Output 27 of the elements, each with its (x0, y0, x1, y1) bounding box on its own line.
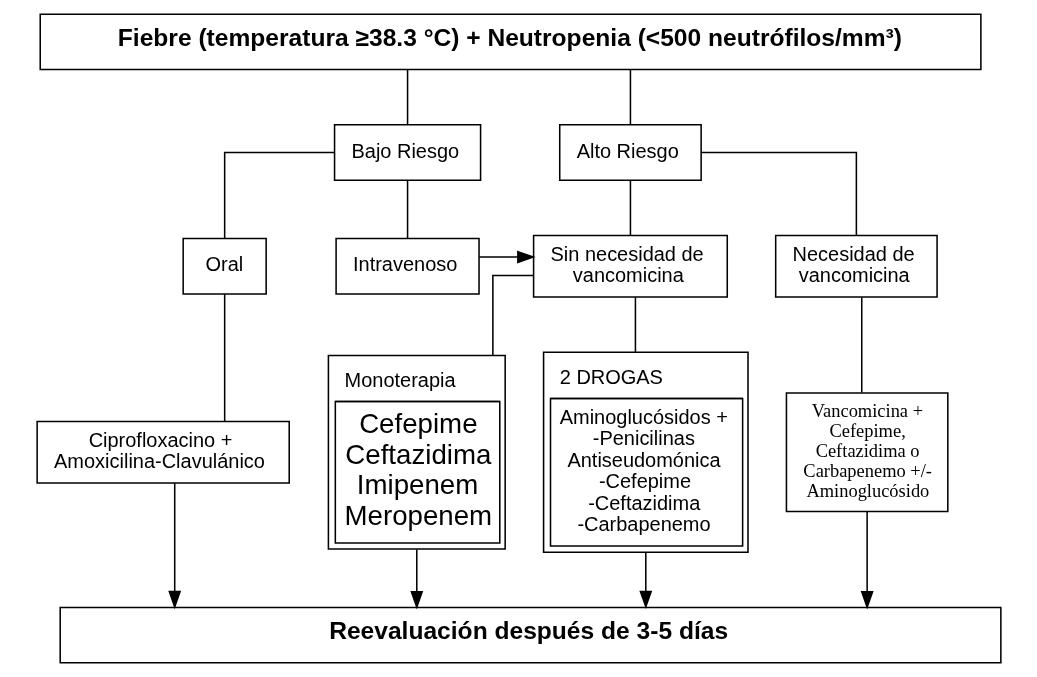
arrow (167, 482, 181, 610)
arrow (860, 510, 874, 610)
connector (700, 151, 857, 236)
node-box: Necesidad de vancomicina (774, 234, 938, 298)
node-box: Reevaluación después de 3-5 días (58, 606, 1002, 664)
node-box: 2 DROGAS Aminoglucósidos + -Penicilinas Antiseudomónica -Cefepime -Ceftazidima -Carbapenemo (542, 351, 749, 553)
connector (223, 293, 225, 422)
connector (406, 69, 408, 125)
connector (223, 151, 335, 239)
arrow (478, 250, 536, 264)
node-box: Bajo Riesgo (333, 124, 481, 181)
node-box: Sin necesidad de vancomicina (532, 234, 728, 298)
arrow (638, 551, 652, 610)
node-box: Oral (181, 237, 267, 295)
connector (629, 179, 631, 237)
connector (491, 274, 534, 356)
node-box: Ciprofloxacino + Amoxicilina-Clavulánico (35, 420, 290, 484)
node-box: Fiebre (temperatura ≥38.3 °C) + Neutropenia (<500 neutrófilos/mm³) (38, 13, 982, 71)
connector (634, 296, 636, 354)
arrow (409, 548, 423, 610)
connector (406, 179, 408, 240)
node-box: Vancomicina + Cefepime, Ceftazidima o Carbapenemo +/- Aminoglucósido (785, 392, 949, 513)
node-box: Intravenoso (334, 237, 480, 295)
node-box: Monoterapia Cefepime Ceftazidima Imipenem Meropenem (327, 354, 506, 550)
connector (860, 296, 862, 394)
connector (629, 69, 631, 125)
node-box: Alto Riesgo (558, 124, 702, 181)
